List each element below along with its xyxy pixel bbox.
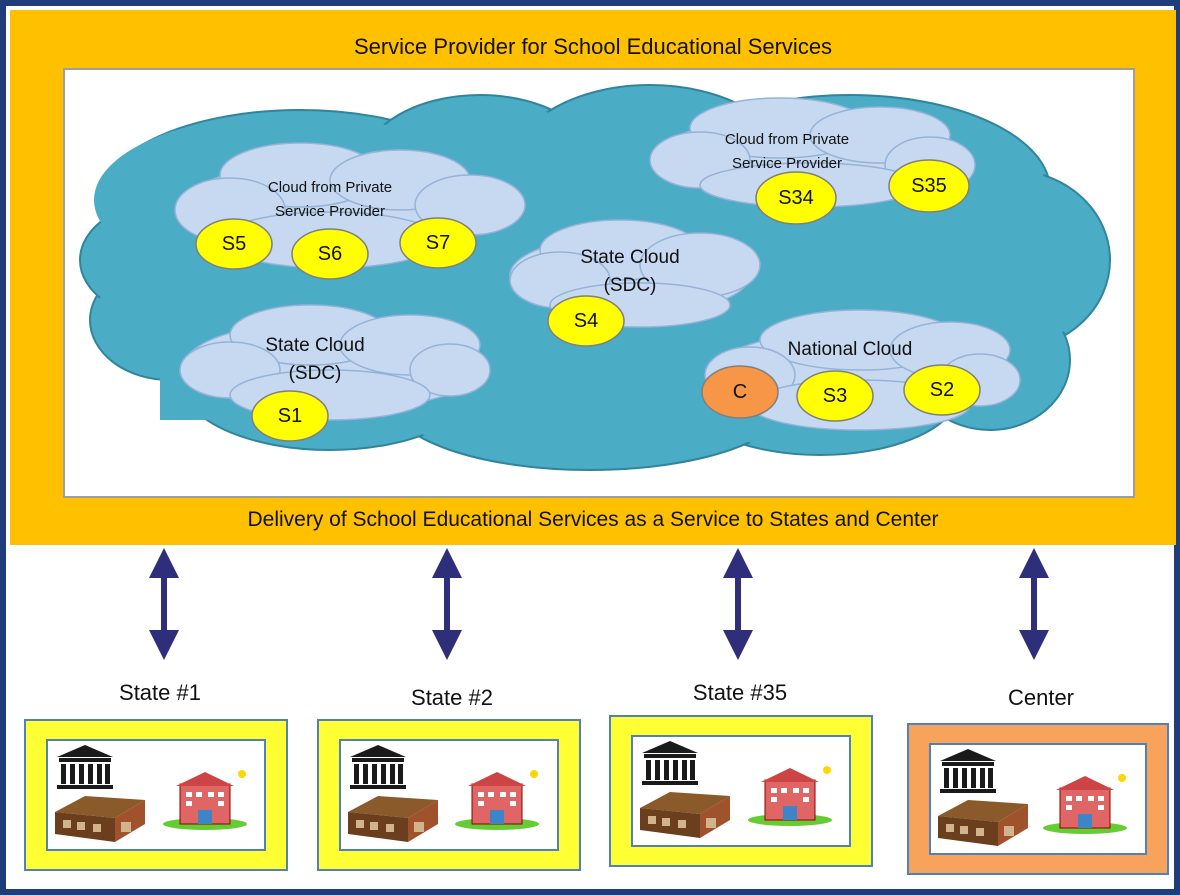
node-s1[interactable]: [251, 390, 329, 442]
node-s3-label: S3: [822, 385, 848, 407]
node-s35-label: S35: [911, 175, 947, 197]
node-s6[interactable]: [291, 228, 369, 280]
delivery-label: Delivery of School Educational Services …: [247, 508, 939, 531]
node-s2-label: S2: [929, 379, 955, 401]
state2-box[interactable]: [317, 719, 581, 871]
node-s7-label: S7: [425, 232, 451, 254]
state35-box[interactable]: [609, 715, 873, 867]
node-s2[interactable]: [903, 364, 981, 416]
state1-label: State #1: [119, 680, 201, 705]
node-s4[interactable]: [547, 295, 625, 347]
node-s34-label: S34: [778, 187, 814, 209]
node-s5[interactable]: [195, 218, 273, 270]
state-cloud-left-label: State Cloud (SDC): [265, 335, 365, 384]
node-s34[interactable]: [755, 171, 837, 225]
state-cloud-left: [179, 304, 491, 421]
node-s6-label: S6: [317, 243, 343, 265]
provider-title: Service Provider for School Educational …: [353, 34, 833, 59]
nodes: [195, 159, 981, 442]
arrows: [149, 548, 1049, 660]
node-c[interactable]: [701, 365, 779, 419]
private-cloud-left-label: Cloud from Private Service Provider: [267, 179, 393, 220]
node-s3[interactable]: [796, 370, 874, 422]
national-cloud-label: National Cloud: [787, 339, 913, 360]
node-s5-label: S5: [221, 233, 247, 255]
node-s7[interactable]: [399, 217, 477, 269]
node-c-label: C: [732, 381, 748, 403]
node-s4-label: S4: [573, 310, 599, 332]
private-cloud-right-label: Cloud from Private Service Provider: [724, 131, 850, 172]
state-cloud-center-label: State Cloud (SDC): [580, 247, 680, 296]
center-box[interactable]: [907, 723, 1169, 875]
state2-label: State #2: [411, 685, 493, 710]
node-s35[interactable]: [888, 159, 970, 213]
center-label: Center: [1007, 685, 1075, 710]
state1-box[interactable]: [24, 719, 288, 871]
state35-label: State #35: [692, 680, 788, 705]
node-s1-label: S1: [277, 405, 303, 427]
